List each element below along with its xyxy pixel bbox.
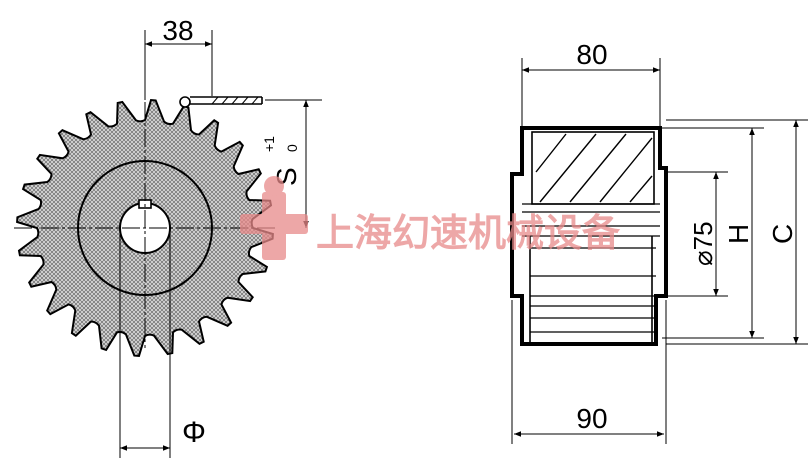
dim-s-tol-upper: +1 <box>261 136 277 152</box>
dim-s-tol-lower: 0 <box>284 144 300 152</box>
dim-80-label: 80 <box>576 39 607 70</box>
dim-bore: Φ <box>119 232 206 458</box>
sprocket-front-view <box>14 48 278 357</box>
dim-90: 90 <box>511 300 667 444</box>
watermark-logo <box>240 176 308 260</box>
sprocket-side-view <box>510 126 668 346</box>
dim-bore-label: Φ <box>182 416 206 449</box>
dim-38: 38 <box>144 15 213 100</box>
dim-75-label: ⌀75 <box>688 221 718 266</box>
watermark-text: 上海幻速机械设备 <box>316 210 621 255</box>
dim-80: 80 <box>521 39 661 126</box>
dim-90-label: 90 <box>576 403 607 434</box>
dim-c: C <box>666 119 808 345</box>
dim-75: ⌀75 <box>668 171 728 297</box>
side-cylinder-lines <box>522 203 660 333</box>
side-hatch-lines <box>535 133 653 203</box>
dim-h: H <box>662 127 764 339</box>
watermark: 上海幻速机械设备 <box>240 176 621 260</box>
side-upper-section <box>531 131 655 205</box>
dim-h-label: H <box>723 224 754 244</box>
chain-link <box>179 96 263 108</box>
dim-38-label: 38 <box>162 15 193 46</box>
dim-c-label: C <box>767 224 798 244</box>
